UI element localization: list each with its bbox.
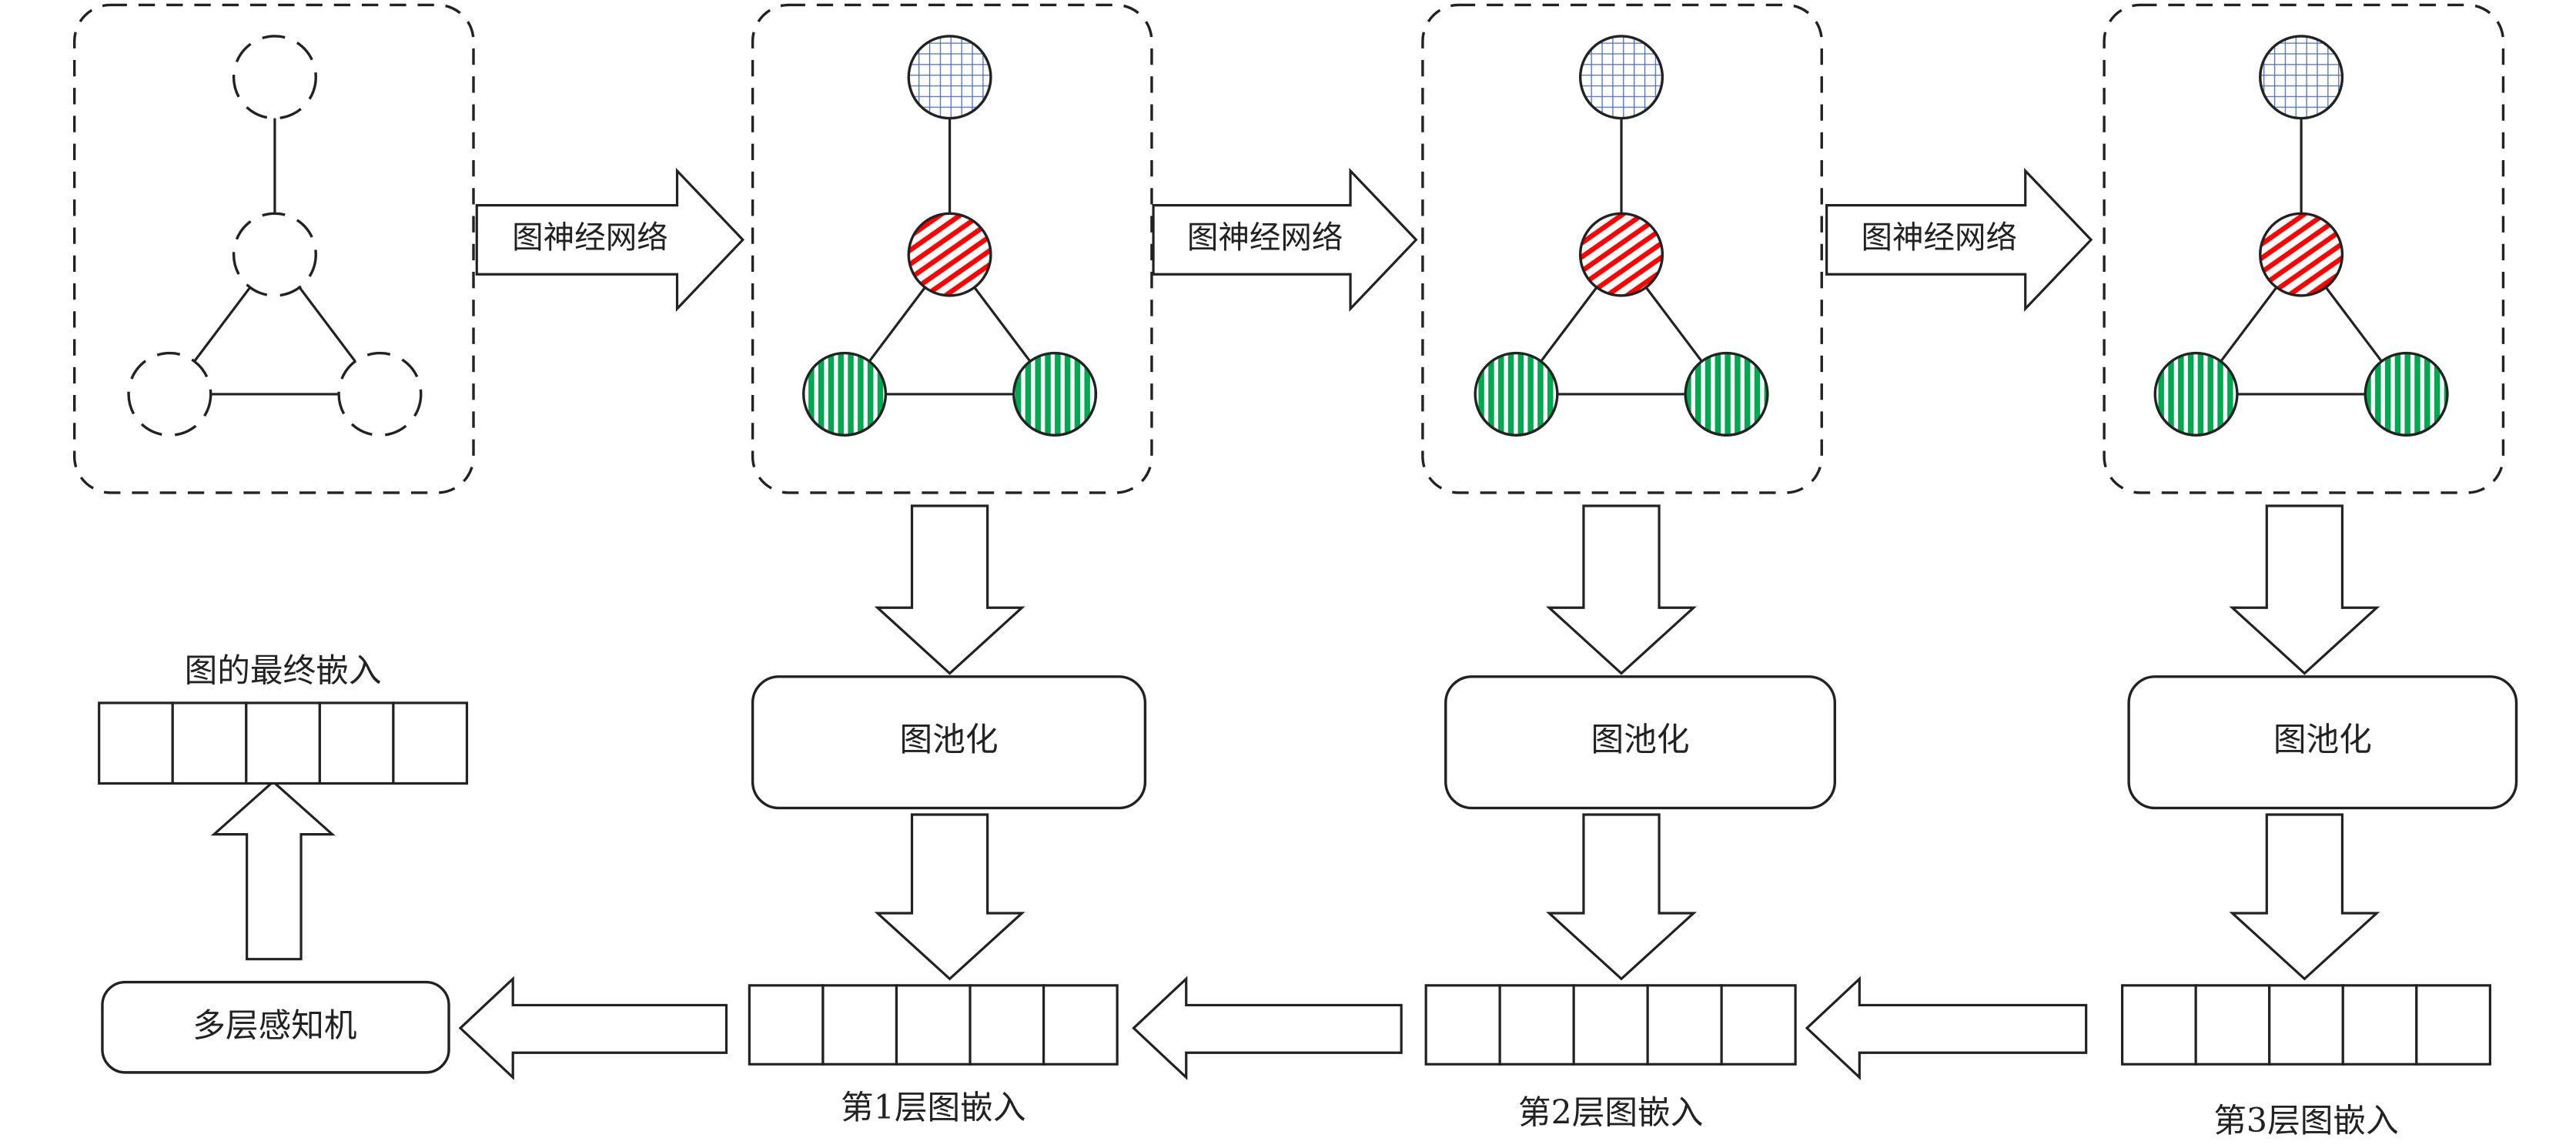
up-arrow [210, 780, 336, 961]
embedding-cell [895, 984, 972, 1066]
dashed-frame [72, 3, 475, 494]
gnn-arrow-label: 图神经网络 [1861, 219, 2017, 256]
embedding-cell [98, 701, 174, 785]
pooling-label: 图池化 [2273, 721, 2372, 759]
graph-panel-1 [751, 3, 1153, 494]
node-left [802, 351, 888, 437]
embedding-cell [1424, 984, 1501, 1066]
layer-embedding-vector [2120, 984, 2491, 1066]
node-right [1012, 351, 1098, 437]
left-arrow [458, 976, 728, 1080]
embedding-cell [1042, 984, 1119, 1066]
pooling-label: 图池化 [900, 721, 999, 759]
pooling-label: 图池化 [1591, 721, 1690, 759]
pooling-box [2127, 675, 2518, 810]
node-left [2153, 351, 2239, 437]
embedding-cell [1498, 984, 1575, 1066]
layer-embedding-label: 第3层图嵌入 [2213, 1102, 2398, 1140]
final-embedding-vector [98, 701, 469, 785]
gnn-arrow [1152, 167, 1418, 313]
mlp-label: 多层感知机 [192, 1006, 356, 1045]
node-left [1474, 351, 1559, 437]
layer-embedding-label: 第2层图嵌入 [1518, 1093, 1703, 1132]
graph-panel-0 [72, 3, 475, 494]
embedding-cell [821, 984, 898, 1066]
gnn-arrow-label: 图神经网络 [512, 219, 668, 256]
down-arrow-to-pooling [2229, 504, 2380, 675]
node-left [127, 351, 212, 437]
node-top [907, 35, 992, 120]
left-arrow [1805, 976, 2088, 1080]
embedding-cell [2268, 984, 2344, 1066]
layer-embedding-vector [1424, 984, 1797, 1066]
node-top [232, 35, 317, 120]
final-embedding-label: 图的最终嵌入 [185, 652, 382, 691]
embedding-cell [2120, 984, 2197, 1066]
left-arrow [1132, 976, 1403, 1080]
embedding-cell [2341, 984, 2418, 1066]
node-center [232, 212, 317, 297]
node-top [1578, 35, 1664, 120]
node-right [2364, 351, 2449, 437]
dashed-frame [1421, 3, 1823, 494]
dashed-frame [751, 3, 1153, 494]
embedding-cell [392, 701, 469, 785]
node-center [907, 212, 992, 297]
layer-embedding-label: 第1层图嵌入 [841, 1089, 1025, 1127]
embedding-cell [748, 984, 825, 1066]
embedding-cell [2415, 984, 2491, 1066]
node-right [1684, 351, 1769, 437]
pooling-box [751, 675, 1147, 810]
embedding-cell [1646, 984, 1723, 1066]
embedding-cell [1720, 984, 1797, 1066]
mlp-box [101, 980, 450, 1074]
embedding-cell [245, 701, 321, 785]
down-arrow-to-embedding [874, 813, 1025, 981]
gnn-arrow [475, 167, 745, 313]
down-arrow-to-pooling [874, 504, 1025, 675]
graph-panel-3 [2103, 3, 2505, 494]
node-center [2259, 212, 2344, 297]
pooling-box [1444, 675, 1837, 810]
gnn-arrow-label: 图神经网络 [1187, 219, 1343, 256]
embedding-cell [171, 701, 248, 785]
down-arrow-to-pooling [1546, 504, 1698, 675]
layer-embedding-vector [748, 984, 1119, 1066]
node-center [1578, 212, 1664, 297]
embedding-cell [969, 984, 1045, 1066]
node-top [2259, 35, 2344, 120]
dashed-frame [2103, 3, 2505, 494]
down-arrow-to-embedding [1546, 813, 1698, 981]
node-right [337, 351, 423, 437]
down-arrow-to-embedding [2229, 813, 2380, 981]
graph-panel-2 [1421, 3, 1823, 494]
embedding-cell [318, 701, 395, 785]
gnn-arrow [1825, 167, 2093, 313]
embedding-cell [1572, 984, 1649, 1066]
embedding-cell [2194, 984, 2271, 1066]
